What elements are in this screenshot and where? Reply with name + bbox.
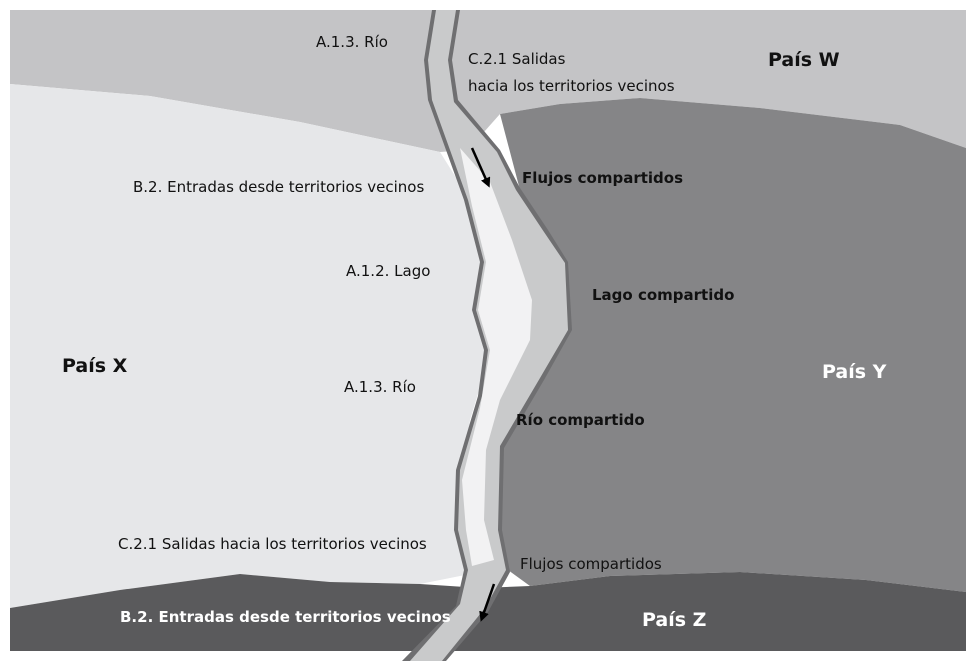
lake-core bbox=[460, 148, 532, 566]
flow-arrow-bottom bbox=[479, 583, 496, 622]
country-y-label: País Y bbox=[822, 361, 887, 383]
flow-arrow-top bbox=[470, 147, 491, 188]
label-flujos-compartidos-top: Flujos compartidos bbox=[522, 169, 683, 187]
label-rio-top: A.1.3. Río bbox=[316, 33, 388, 51]
label-rio-compartido: Río compartido bbox=[516, 411, 645, 429]
label-entradas-top: B.2. Entradas desde territorios vecinos bbox=[133, 178, 424, 196]
label-entradas-bottom: B.2. Entradas desde territorios vecinos bbox=[120, 608, 451, 626]
label-salidas-bottom: C.2.1 Salidas hacia los territorios veci… bbox=[118, 535, 427, 553]
label-lago-compartido: Lago compartido bbox=[592, 286, 734, 304]
label-flujos-compartidos-bottom: Flujos compartidos bbox=[520, 555, 662, 573]
label-rio-middle: A.1.3. Río bbox=[344, 378, 416, 396]
country-x-region bbox=[10, 84, 492, 608]
country-w-region bbox=[10, 10, 966, 152]
country-x-label: País X bbox=[62, 355, 128, 377]
label-salidas-top-line1: C.2.1 Salidas bbox=[468, 50, 566, 68]
label-lago: A.1.2. Lago bbox=[346, 262, 430, 280]
country-w-label: País W bbox=[768, 49, 840, 71]
label-salidas-top-line2: hacia los territorios vecinos bbox=[468, 77, 675, 95]
country-z-label: País Z bbox=[642, 609, 706, 631]
country-y-region bbox=[498, 98, 966, 592]
